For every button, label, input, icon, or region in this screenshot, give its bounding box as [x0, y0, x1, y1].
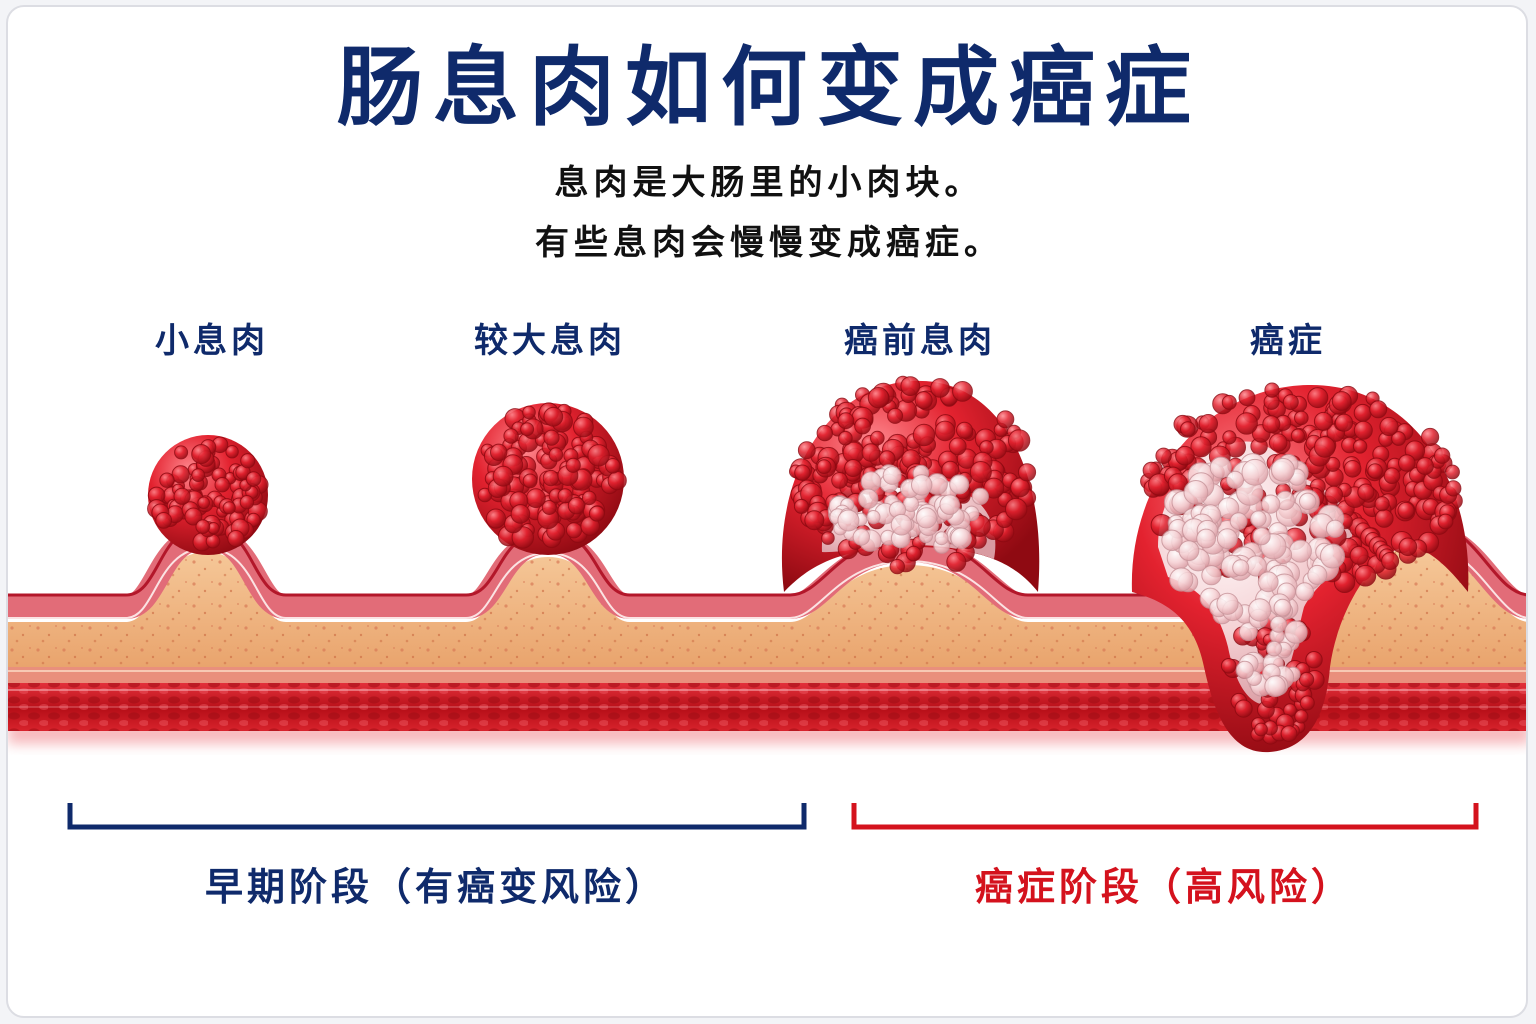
page-title: 肠息肉如何变成癌症	[337, 38, 1201, 138]
early-stage-label: 早期阶段（有癌变风险）	[204, 865, 667, 909]
subtitle-line-2: 有些息肉会慢慢变成癌症。	[535, 223, 1003, 263]
stage-label-small-polyp: 小息肉	[155, 321, 269, 361]
colon-wall-illustration	[8, 375, 1526, 830]
infographic-frame: 肠息肉如何变成癌症 息肉是大肠里的小肉块。 有些息肉会慢慢变成癌症。 小息肉 较…	[6, 5, 1528, 1018]
stage-label-precancerous-polyp: 癌前息肉	[844, 321, 996, 361]
early-stage-bracket	[67, 803, 807, 830]
tissue-texture	[8, 547, 1526, 667]
subtitle-line-1: 息肉是大肠里的小肉块。	[554, 163, 984, 203]
cancer-stage-bracket	[851, 803, 1479, 830]
stage-label-cancer: 癌症	[1250, 321, 1326, 361]
cancer-stage-label: 癌症阶段（高风险）	[974, 865, 1353, 909]
stage-label-larger-polyp: 较大息肉	[474, 321, 626, 361]
nodule-texture	[147, 375, 1463, 745]
